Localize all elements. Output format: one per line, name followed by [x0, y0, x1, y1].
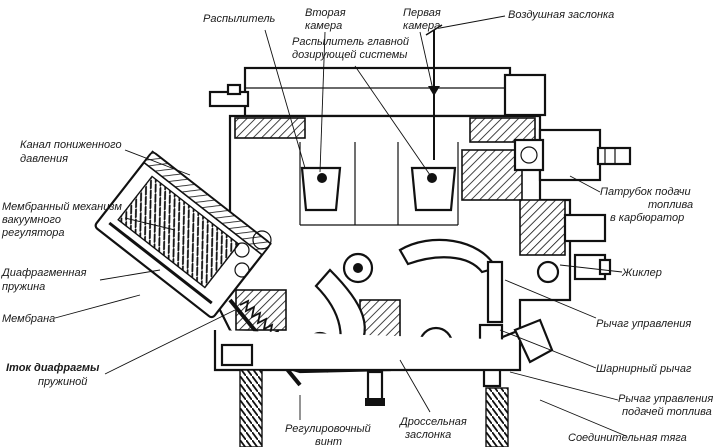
labels: Распылитель Вторая камера Первая камера … — [0, 7, 713, 447]
label-link-rod: Соединительная тяга — [568, 432, 687, 444]
base-flange — [213, 330, 522, 372]
label-diaphragm-rod-line1: Iток диафрагмы — [6, 362, 100, 374]
label-low-pressure-line1: Канал пониженного — [20, 139, 122, 151]
label-adjusting-screw-line2: винт — [315, 436, 342, 447]
label-fuel-control-lever-line2: подачей топлива — [622, 406, 712, 418]
fuel-inlet-fitting — [513, 128, 632, 182]
hatched-section-lower-left — [235, 289, 287, 331]
label-air-damper: Воздушная заслонка — [508, 9, 614, 21]
label-fuel-pipe-line1: Патрубок подачи — [600, 186, 691, 198]
label-second-chamber-line2: камера — [305, 20, 342, 32]
label-fuel-pipe-line2: топлива — [648, 199, 693, 211]
label-sprayer: Распылитель — [203, 13, 276, 25]
vacuum-regulator-housing — [94, 150, 272, 319]
label-fuel-control-lever-line1: Рычаг управления — [618, 393, 713, 405]
mounting-stud-right — [485, 387, 509, 447]
label-control-lever: Рычаг управления — [596, 318, 691, 330]
label-vacuum-mech-line3: регулятора — [1, 227, 65, 239]
hatched-section-jet-block — [519, 199, 566, 256]
carburetor-body — [94, 24, 632, 447]
top-right-boss — [503, 73, 547, 117]
hatched-section-lower — [359, 299, 401, 341]
label-diaphragm-spring-line1: Диафрагменная — [0, 267, 87, 279]
leader-lines — [54, 15, 627, 437]
diaphragm-spring-coil — [117, 175, 240, 289]
label-main-sprayer-line2: дозирующей системы — [292, 49, 407, 61]
label-jet: Жиклер — [621, 267, 662, 279]
hatched-section-top-right — [469, 117, 536, 143]
label-main-sprayer-line1: Распылитель главной — [292, 36, 409, 48]
label-low-pressure-line2: давления — [20, 153, 68, 165]
label-fuel-pipe-line3: в карбюратор — [610, 212, 684, 224]
membrane-line — [108, 221, 213, 305]
air-horn-cover — [243, 66, 512, 118]
first-barrel-walls — [397, 142, 459, 225]
hatched-section-top-left — [234, 117, 306, 139]
label-diaphragm-spring-line2: пружина — [2, 281, 45, 293]
label-vacuum-mech-line1: Мембранный механизм — [2, 201, 122, 213]
label-membrane: Мембрана — [2, 313, 55, 325]
air-damper-shaft — [425, 24, 443, 160]
adjusting-screw-body — [365, 370, 385, 406]
label-throttle-line2: заслонка — [404, 429, 451, 441]
second-chamber-sprayer — [300, 166, 342, 212]
hatched-section-right — [461, 149, 523, 201]
label-diaphragm-rod-line2: пружиной — [38, 376, 87, 388]
label-first-chamber-line1: Первая — [403, 7, 441, 19]
label-vacuum-mech-line2: вакуумного — [2, 214, 61, 226]
jet-assembly — [536, 213, 612, 284]
second-barrel-walls — [299, 142, 356, 225]
label-second-chamber-line1: Вторая — [305, 7, 346, 19]
mounting-stud-left — [239, 369, 263, 447]
label-hinge-lever: Шарнирный рычаг — [596, 363, 692, 375]
label-adjusting-screw-line1: Регулировочный — [285, 423, 371, 435]
label-throttle-line1: Дроссельная — [398, 416, 467, 428]
first-chamber-sprayer — [410, 166, 457, 212]
label-first-chamber-line2: камера — [403, 20, 440, 32]
